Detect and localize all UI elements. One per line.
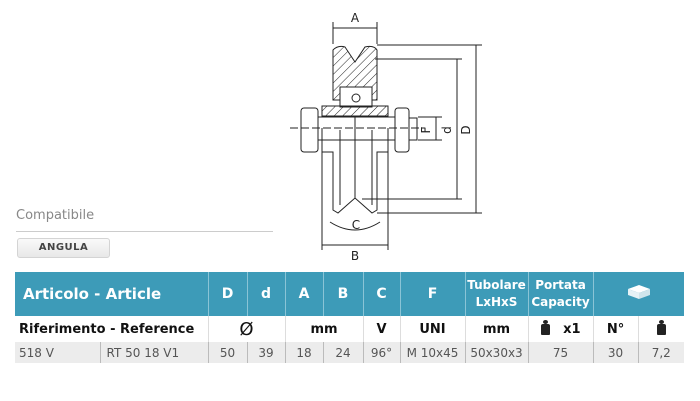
dim-label-F: F — [419, 126, 433, 133]
divider — [16, 231, 273, 232]
dim-label-D: D — [459, 125, 473, 134]
compatible-label: Compatibile — [16, 208, 95, 223]
cell-D: 50 — [207, 342, 248, 363]
cell-weight: 7,2 — [637, 342, 685, 363]
table-row: 518 V RT 50 18 V1 50 39 18 24 96° M 10x4… — [15, 342, 685, 363]
units-row: Riferimento - Reference Ø mm V UNI mm x1… — [15, 316, 685, 342]
compatible-tag-angula[interactable]: ANGULA — [17, 238, 110, 258]
units-count: N° — [592, 316, 639, 342]
box-icon — [592, 272, 685, 316]
cell-code: 518 V — [15, 342, 100, 363]
wheel-technical-drawing: A B C D d F — [290, 11, 482, 260]
units-V: V — [362, 316, 401, 342]
cell-pack: 30 — [592, 342, 639, 363]
units-reference: Riferimento - Reference — [19, 321, 195, 337]
header-F: F — [399, 272, 466, 316]
header-C: C — [362, 272, 401, 316]
header-article: Articolo - Article — [15, 272, 209, 316]
cell-reference: RT 50 18 V1 — [99, 342, 209, 363]
cell-B: 24 — [322, 342, 364, 363]
header-D: D — [207, 272, 248, 316]
cell-A: 18 — [284, 342, 324, 363]
cell-F: M 10x45 — [399, 342, 466, 363]
units-capacity: x1 — [527, 316, 594, 342]
header-d: d — [246, 272, 286, 316]
units-weight — [637, 316, 685, 342]
dim-label-A: A — [351, 11, 360, 25]
units-mm-tube: mm — [464, 316, 529, 342]
units-UNI: UNI — [399, 316, 466, 342]
header-A: A — [284, 272, 324, 316]
kg-weight-icon — [656, 319, 666, 335]
cell-d: 39 — [246, 342, 286, 363]
cell-tube: 50x30x3 — [464, 342, 529, 363]
dim-label-B: B — [351, 249, 359, 260]
kg-weight-icon — [540, 319, 550, 335]
units-mm: mm — [284, 316, 364, 342]
diameter-icon: Ø — [207, 316, 286, 342]
dim-label-C: C — [352, 218, 360, 232]
dim-label-d: d — [440, 126, 454, 134]
header-B: B — [322, 272, 364, 316]
cell-C: 96° — [362, 342, 401, 363]
cell-capacity: 75 — [527, 342, 594, 363]
